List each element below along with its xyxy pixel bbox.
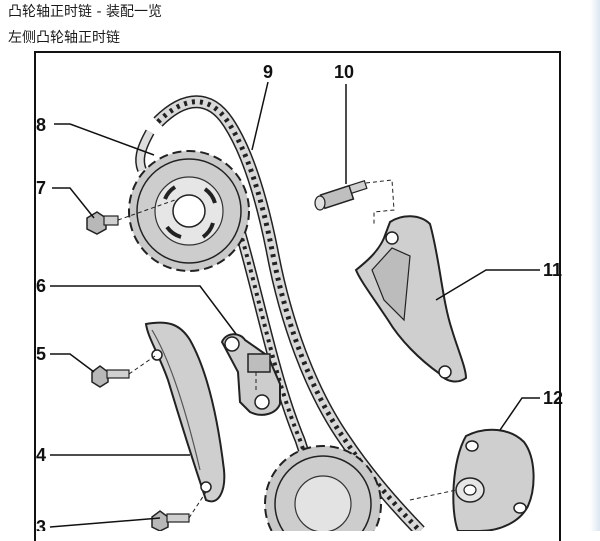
chain-guide [144, 321, 226, 503]
callout-7: 7 [36, 178, 46, 198]
callout-12: 12 [543, 388, 563, 408]
page-subtitle: 左侧凸轮轴正时链 [8, 30, 120, 46]
callout-6: 6 [36, 276, 46, 296]
guide-bolt-upper [91, 355, 156, 388]
callout-8: 8 [36, 115, 46, 135]
callout-9: 9 [263, 62, 273, 82]
camshaft-sprocket [128, 150, 250, 272]
diagram-frame [34, 51, 561, 541]
sprocket-bolt [86, 199, 176, 235]
callout-5: 5 [36, 344, 46, 364]
guide-bolt-lower [151, 491, 207, 531]
lower-sprocket [264, 445, 382, 531]
bearing-flange [409, 428, 535, 531]
window-edge [590, 0, 600, 531]
tensioner-bolt [314, 179, 395, 226]
leader-lines [49, 81, 540, 528]
callout-10: 10 [334, 62, 354, 82]
tensioning-rail [354, 215, 468, 383]
callout-4: 4 [36, 445, 46, 465]
callout-11: 11 [543, 260, 562, 280]
chain-tensioner [220, 333, 281, 416]
callout-3: 3 [36, 517, 46, 531]
page-title: 凸轮轴正时链 - 装配一览 [8, 4, 162, 20]
